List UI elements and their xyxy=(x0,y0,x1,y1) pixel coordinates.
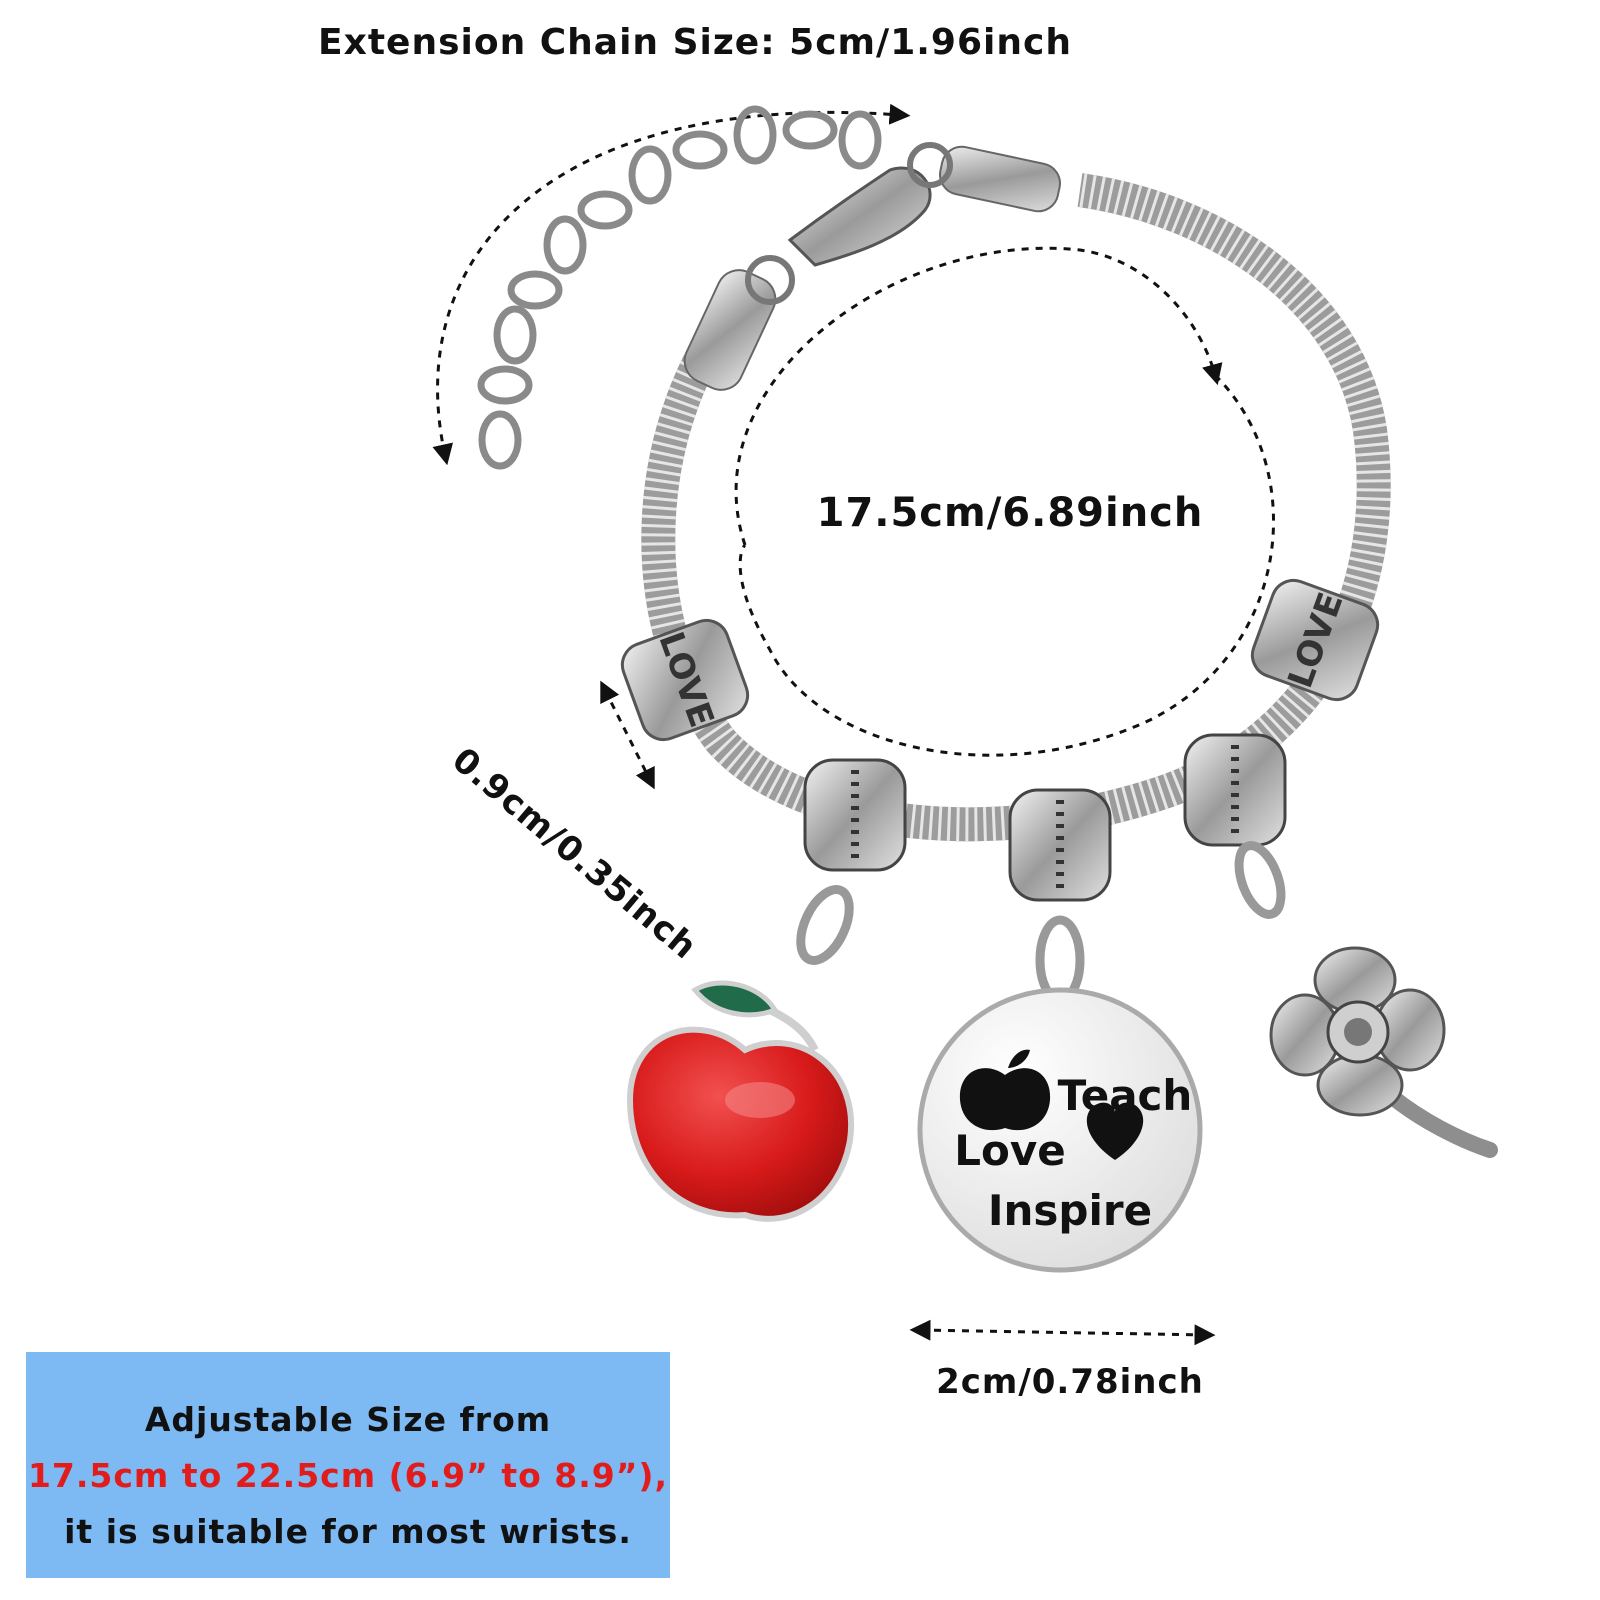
info-line-3: it is suitable for most wrists. xyxy=(64,1512,632,1551)
flower-charm xyxy=(1269,946,1498,1158)
love-bead-right: LOVE xyxy=(1250,578,1380,702)
bead-width-arrow xyxy=(600,680,655,790)
svg-text:Inspire: Inspire xyxy=(988,1186,1152,1235)
svg-text:Teach: Teach xyxy=(1058,1071,1193,1120)
end-cap-right xyxy=(939,145,1061,213)
round-charm-disc: Teach Love Inspire xyxy=(917,987,1203,1273)
svg-text:Love: Love xyxy=(954,1126,1065,1175)
apple-charm xyxy=(626,980,855,1222)
bracelet-circumference-label: 17.5cm/6.89inch xyxy=(816,490,1204,536)
circumference-arc xyxy=(738,373,1276,757)
end-cap-left xyxy=(683,269,777,391)
bail-right xyxy=(1183,733,1287,847)
charm-width-label: 2cm/0.78inch xyxy=(936,1362,1204,1402)
lobster-clasp xyxy=(787,166,932,267)
circumference-arc-top xyxy=(734,246,1223,546)
heart-icon xyxy=(1086,1102,1144,1160)
snake-chain xyxy=(641,173,1391,842)
bail-middle xyxy=(1008,788,1112,902)
info-line-1: Adjustable Size from xyxy=(144,1400,552,1439)
extension-chain-size-label: Extension Chain Size: 5cm/1.96inch xyxy=(318,22,1072,63)
adjustable-size-info-box: Adjustable Size from 17.5cm to 22.5cm (6… xyxy=(26,1352,670,1578)
bail-left xyxy=(803,758,907,872)
apple-icon xyxy=(959,1049,1051,1131)
charm-width-arrow xyxy=(909,1319,1216,1346)
love-bead-left: LOVE xyxy=(620,618,750,742)
info-line-2: 17.5cm to 22.5cm (6.9” to 8.9”), xyxy=(27,1456,669,1495)
extension-arc xyxy=(432,103,911,466)
extension-chain xyxy=(477,105,882,470)
